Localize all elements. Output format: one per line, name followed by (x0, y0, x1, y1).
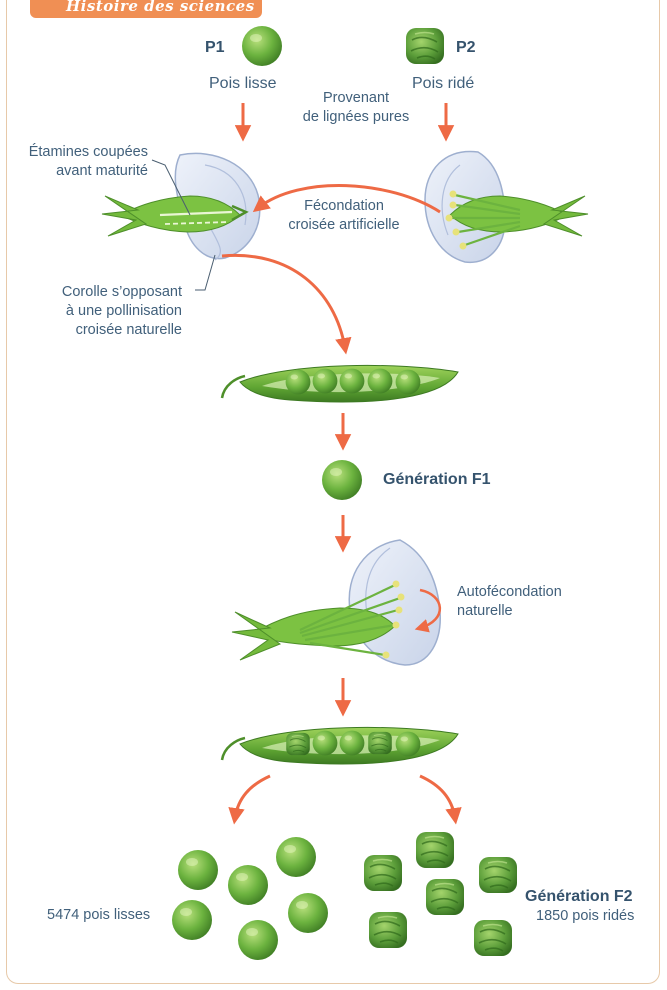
p2-name: Pois ridé (412, 74, 474, 93)
f2-wrinkled-peas (364, 832, 517, 956)
p1-name: Pois lisse (209, 74, 277, 93)
self-line-2: naturelle (457, 602, 562, 621)
pea-p1 (242, 26, 282, 66)
stamens-note: Étamines coupées avant maturité (18, 143, 148, 181)
corolla-line-1: Corolle s’opposant (44, 283, 182, 302)
cross-note: Fécondation croisée artificielle (274, 197, 414, 235)
cross-line-2: croisée artificielle (274, 216, 414, 235)
flower-f1 (232, 540, 440, 665)
pod-f1 (222, 365, 458, 402)
f2-smooth-peas (172, 837, 328, 960)
p1-label: P1 (205, 38, 225, 57)
leader-corolla (195, 255, 215, 290)
f1-label: Génération F1 (383, 470, 491, 489)
p2-label: P2 (456, 38, 476, 57)
arrow-to-smooth (235, 776, 270, 818)
flower-p2 (425, 152, 588, 263)
f2-label: Génération F2 (525, 887, 633, 906)
stamens-line-1: Étamines coupées (18, 143, 148, 162)
pod-f2 (222, 727, 458, 764)
corolla-note: Corolle s’opposant à une pollinisation c… (44, 283, 182, 340)
pea-f1 (322, 460, 362, 500)
origin-note: Provenant de lignées pures (296, 89, 416, 127)
corolla-line-3: croisée naturelle (44, 321, 182, 340)
origin-line-2: de lignées pures (296, 108, 416, 127)
origin-line-1: Provenant (296, 89, 416, 108)
pea-p2 (406, 28, 444, 64)
arrow-flower-to-pod (222, 255, 345, 348)
cross-line-1: Fécondation (274, 197, 414, 216)
f2-smooth-count: 5474 pois lisses (47, 906, 150, 925)
self-note: Autofécondation naturelle (457, 583, 562, 621)
arrow-to-wrinkled (420, 776, 455, 818)
self-line-1: Autofécondation (457, 583, 562, 602)
f2-wrinkled-count: 1850 pois ridés (536, 907, 634, 926)
corolla-line-2: à une pollinisation (44, 302, 182, 321)
stamens-line-2: avant maturité (18, 162, 148, 181)
